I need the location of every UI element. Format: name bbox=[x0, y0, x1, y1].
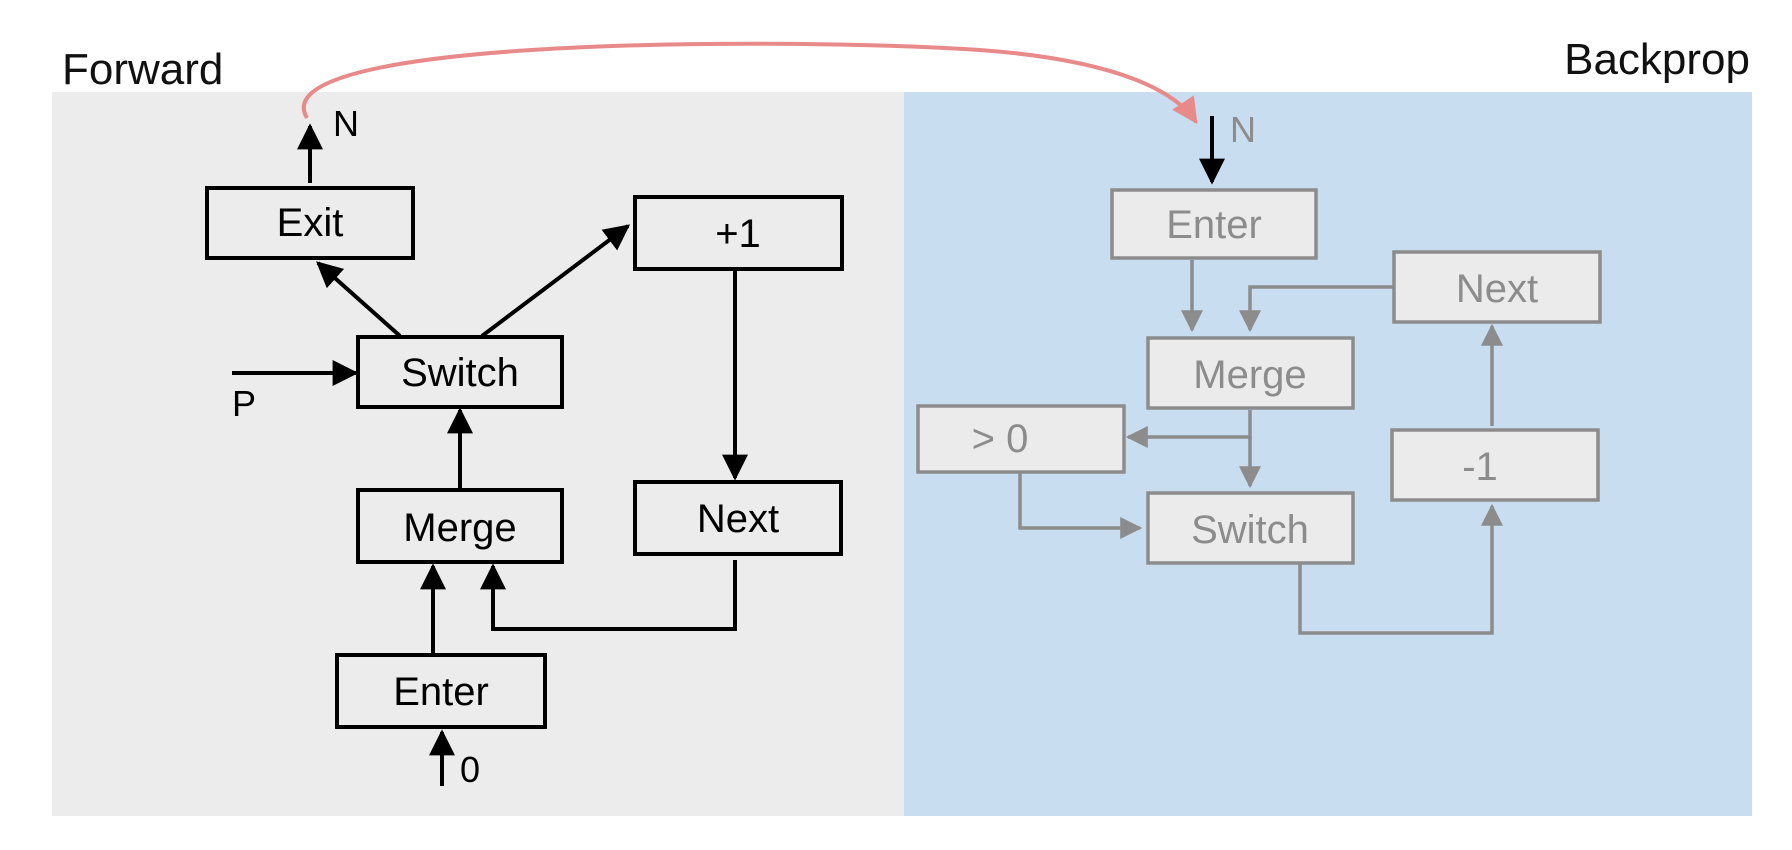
edge-greater-zero-to-switch bbox=[1018, 473, 1143, 539]
forward-node-exit: Exit bbox=[205, 186, 415, 260]
node-label: +1 bbox=[715, 212, 761, 256]
node-label: Switch bbox=[1191, 508, 1309, 552]
backprop-node-switch: Switch bbox=[1146, 491, 1355, 565]
forward-node-merge: Merge bbox=[356, 488, 564, 564]
node-label: Merge bbox=[1193, 353, 1306, 397]
forward-node-plus-one: +1 bbox=[633, 195, 844, 271]
forward-node-next: Next bbox=[633, 480, 843, 556]
forward-output-label: N bbox=[333, 103, 359, 144]
edge-switch-to-plus-one bbox=[480, 224, 631, 338]
backprop-node-merge: Merge bbox=[1146, 336, 1355, 410]
node-label: Merge bbox=[403, 506, 516, 550]
node-label: Next bbox=[1456, 267, 1538, 311]
backprop-node-minus-one: -1 bbox=[1390, 428, 1600, 502]
edge-next-to-merge bbox=[480, 560, 737, 631]
backprop-node-greater-zero: > 0 bbox=[916, 404, 1126, 474]
node-label: Exit bbox=[277, 201, 344, 245]
edge-switch-to-exit bbox=[316, 261, 402, 338]
forward-node-switch: Switch bbox=[356, 335, 564, 409]
node-label: > 0 bbox=[972, 417, 1029, 461]
forward-title: Forward bbox=[62, 45, 223, 94]
node-label: Switch bbox=[401, 351, 519, 395]
forward-input-label: 0 bbox=[460, 749, 480, 790]
edge-switch-to-minus-one bbox=[1298, 503, 1503, 635]
node-label: Enter bbox=[393, 670, 489, 714]
node-label: Next bbox=[697, 497, 779, 541]
forward-graph: Exit +1 Switch Merge Next Enter N P 0 bbox=[205, 103, 844, 790]
backprop-title: Backprop bbox=[1564, 35, 1750, 84]
node-label: -1 bbox=[1462, 445, 1498, 489]
forward-to-backprop-link-arrow bbox=[301, 41, 1198, 125]
backprop-graph: Enter Next Merge > 0 -1 Switch N bbox=[916, 109, 1602, 635]
forward-node-enter: Enter bbox=[335, 653, 547, 729]
node-label: Enter bbox=[1166, 203, 1262, 247]
edge-next-to-merge bbox=[1239, 285, 1394, 333]
backprop-node-enter: Enter bbox=[1110, 188, 1318, 260]
backprop-input-label: N bbox=[1230, 109, 1256, 150]
forward-predicate-label: P bbox=[232, 383, 256, 424]
backprop-node-next: Next bbox=[1392, 250, 1602, 324]
